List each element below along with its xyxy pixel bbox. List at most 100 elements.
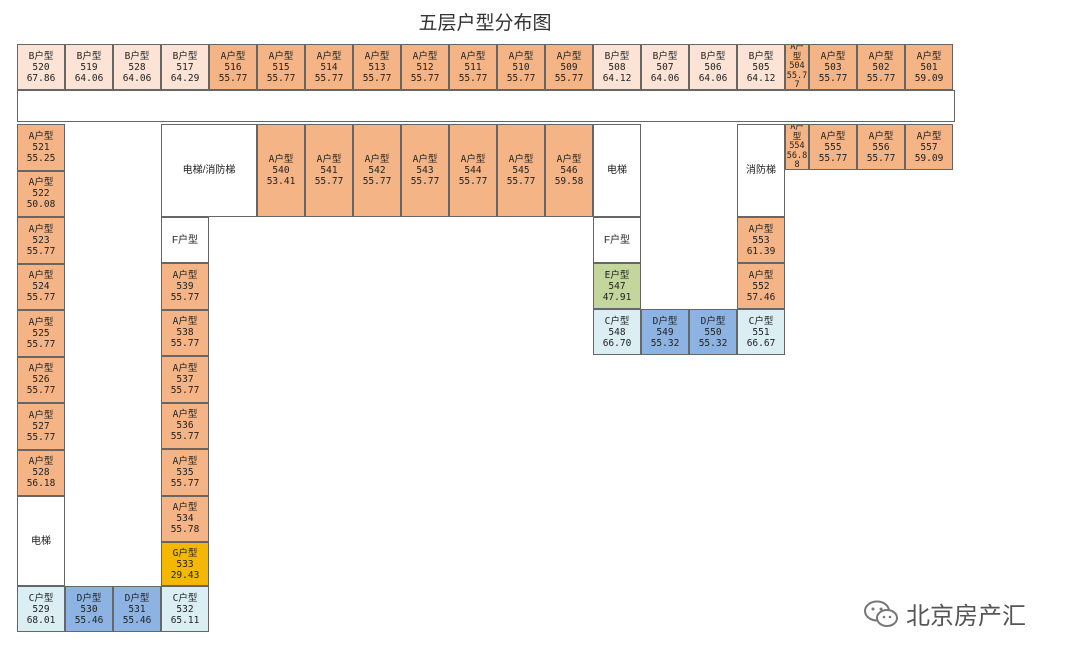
unit-area: 55.77 bbox=[170, 338, 200, 350]
unit-type: A户型 bbox=[460, 50, 486, 62]
unit-num: 523 bbox=[32, 234, 50, 246]
unit-type: A户型 bbox=[556, 154, 582, 165]
unit-area: 55.77 bbox=[410, 176, 440, 187]
unit-area: 55.77 bbox=[266, 72, 296, 84]
unit-type: 电梯 bbox=[607, 165, 627, 176]
unit-type: 消防梯 bbox=[746, 165, 776, 176]
unit-area: 29.43 bbox=[170, 569, 200, 581]
unit-area: 53.41 bbox=[266, 176, 296, 187]
unit-type: A户型 bbox=[172, 409, 198, 421]
unit-num: 546 bbox=[560, 165, 578, 176]
room-33: 电梯/消防梯 bbox=[161, 124, 257, 217]
unit-area: 64.06 bbox=[650, 72, 680, 84]
unit-num: 505 bbox=[752, 61, 770, 73]
wechat-icon bbox=[864, 600, 898, 627]
unit-type: B户型 bbox=[652, 50, 678, 62]
unit-type: A户型 bbox=[28, 316, 54, 328]
unit-type: B户型 bbox=[748, 50, 774, 62]
unit-area: 50.08 bbox=[26, 199, 56, 211]
unit-num: 506 bbox=[704, 61, 722, 73]
unit-type: A户型 bbox=[316, 50, 342, 62]
unit-num: 507 bbox=[656, 61, 674, 73]
unit-area: 55.77 bbox=[818, 72, 848, 84]
unit-type: A户型 bbox=[412, 154, 438, 165]
unit-num: 526 bbox=[32, 374, 50, 386]
unit-num: 502 bbox=[872, 61, 890, 73]
unit-area: 55.77 bbox=[26, 338, 56, 350]
unit-num: 539 bbox=[176, 280, 194, 292]
unit-num: 528 bbox=[128, 61, 146, 73]
unit-area: 55.77 bbox=[314, 72, 344, 84]
unit-area: 47.91 bbox=[602, 291, 632, 303]
unit-num: 533 bbox=[176, 558, 194, 570]
unit-num: 532 bbox=[176, 603, 194, 615]
room-28: 电梯 bbox=[17, 496, 65, 586]
unit-num: 529 bbox=[32, 603, 50, 615]
unit-type: C户型 bbox=[172, 592, 198, 604]
unit-num: 537 bbox=[176, 373, 194, 385]
unit-type: A户型 bbox=[28, 223, 54, 235]
unit-type: A户型 bbox=[220, 50, 246, 62]
page-title: 五层户型分布图 bbox=[418, 12, 552, 34]
unit-type: F户型 bbox=[171, 234, 199, 246]
unit-num: 557 bbox=[920, 141, 938, 153]
unit-num: 536 bbox=[176, 420, 194, 432]
unit-area: 66.67 bbox=[746, 337, 776, 349]
unit-area: 59.58 bbox=[554, 176, 584, 187]
unit-num: 501 bbox=[920, 61, 938, 73]
unit-area: 56.88 bbox=[786, 150, 808, 170]
unit-area: 55.77 bbox=[506, 72, 536, 84]
unit-num: 504 bbox=[789, 61, 805, 72]
unit-type: A户型 bbox=[28, 177, 54, 189]
unit-area: 68.01 bbox=[26, 614, 56, 626]
unit-type: A户型 bbox=[556, 50, 582, 62]
unit-type: B户型 bbox=[76, 50, 102, 62]
unit-type: B户型 bbox=[124, 50, 150, 62]
unit-type: B户型 bbox=[172, 50, 198, 62]
unit-type: B户型 bbox=[604, 50, 630, 62]
unit-type: 电梯/消防梯 bbox=[182, 165, 236, 176]
unit-num: 517 bbox=[176, 61, 194, 73]
unit-num: 513 bbox=[368, 61, 386, 73]
unit-area: 55.77 bbox=[362, 72, 392, 84]
unit-area: 55.77 bbox=[26, 245, 56, 257]
unit-type: A户型 bbox=[508, 154, 534, 165]
unit-area: 55.46 bbox=[122, 614, 152, 626]
unit-type: A户型 bbox=[868, 50, 894, 62]
unit-type: A户型 bbox=[508, 50, 534, 62]
unit-area: 64.12 bbox=[746, 72, 776, 84]
unit-type: E户型 bbox=[604, 269, 630, 281]
corridor bbox=[17, 90, 955, 122]
unit-area: 57.46 bbox=[746, 291, 776, 303]
unit-area: 55.77 bbox=[458, 176, 488, 187]
unit-type: F户型 bbox=[603, 234, 631, 246]
unit-num: 528 bbox=[32, 467, 50, 479]
unit-num: 541 bbox=[320, 165, 338, 176]
